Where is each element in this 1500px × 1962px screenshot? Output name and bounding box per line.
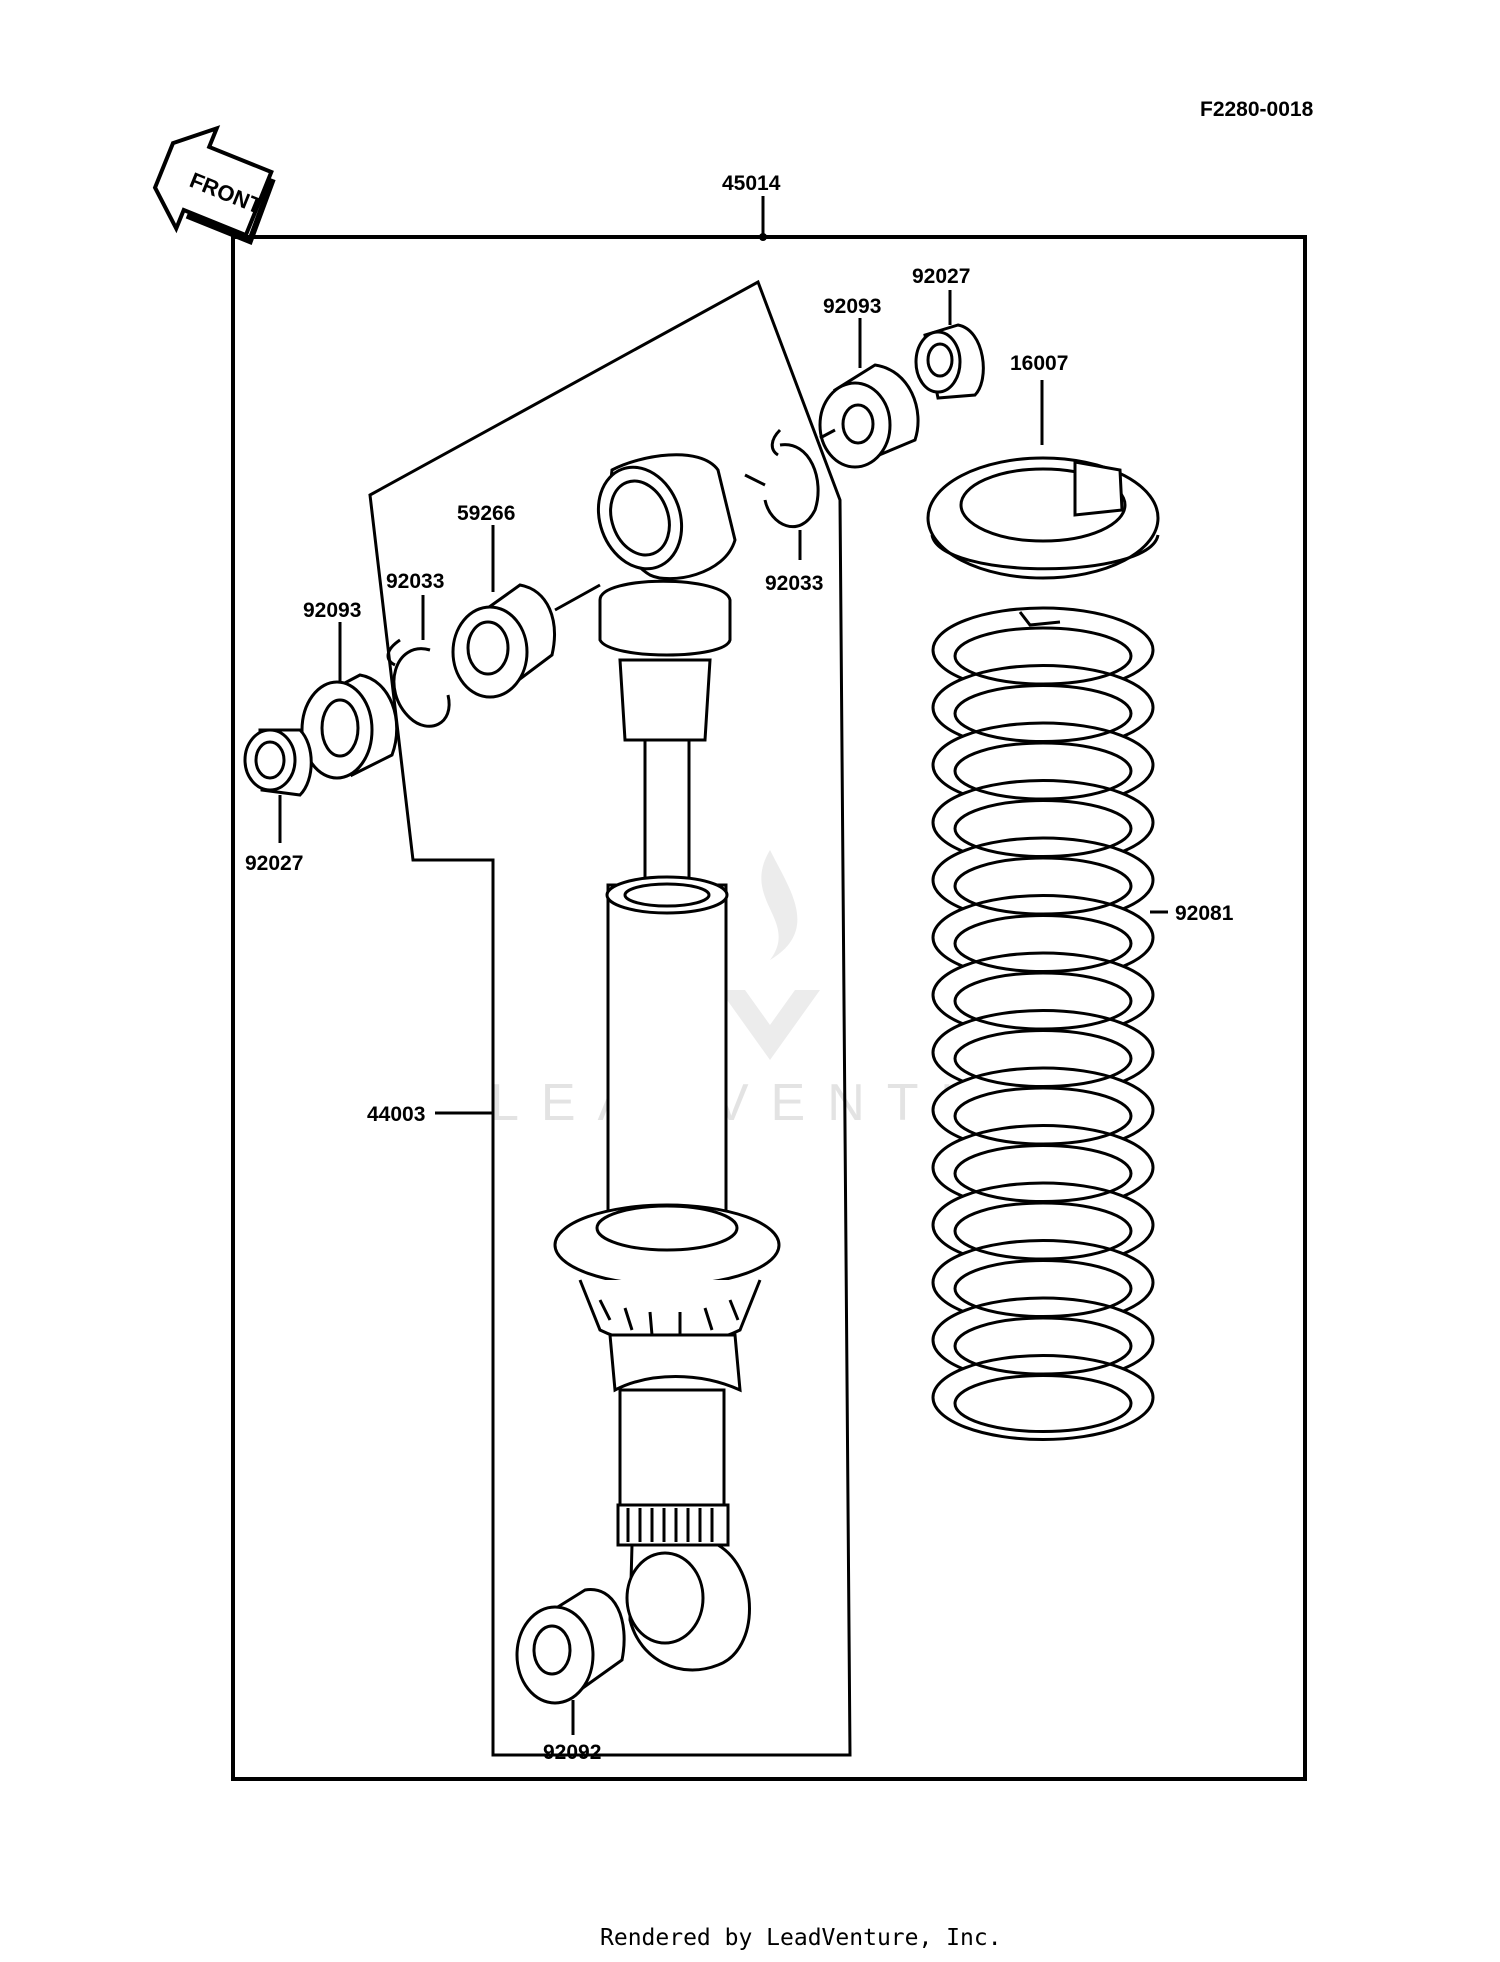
front-arrow-icon: FRONT — [152, 125, 276, 245]
label-92092: 92092 — [543, 1741, 601, 1764]
label-92027-right: 92027 — [912, 265, 970, 288]
label-92033-right: 92033 — [765, 572, 823, 595]
shock-unit-outline — [368, 279, 852, 1757]
label-45014: 45014 — [722, 172, 781, 195]
spring-end — [1018, 611, 1061, 627]
label-44003: 44003 — [367, 1103, 425, 1126]
spring-seat — [926, 380, 1160, 580]
watermark-logo-icon — [720, 850, 820, 1060]
spring-coil-inner — [953, 1374, 1133, 1433]
label-92093-left: 92093 — [303, 599, 361, 622]
bushing-upper — [451, 525, 601, 699]
label-92027-left: 92027 — [245, 852, 303, 875]
collar-right — [914, 290, 985, 400]
label-92093-right: 92093 — [823, 295, 881, 318]
coil-spring — [931, 606, 1155, 1441]
spring-coil — [931, 1354, 1155, 1441]
shock-absorber — [553, 453, 781, 1672]
circlip-right — [744, 428, 820, 560]
circlip-left — [386, 595, 451, 728]
bearing-left — [300, 622, 399, 780]
bushing-lower — [515, 1588, 626, 1735]
label-16007: 16007 — [1010, 352, 1068, 375]
label-92081: 92081 — [1175, 902, 1234, 925]
label-59266: 59266 — [457, 502, 515, 525]
diagram-code: F2280-0018 — [1200, 98, 1314, 121]
bearing-right — [818, 318, 920, 469]
label-92033-left: 92033 — [386, 570, 444, 593]
collar-left — [243, 728, 313, 843]
assembly-frame — [231, 235, 1307, 1781]
footer-credit: Rendered by LeadVenture, Inc. — [600, 1925, 1002, 1951]
